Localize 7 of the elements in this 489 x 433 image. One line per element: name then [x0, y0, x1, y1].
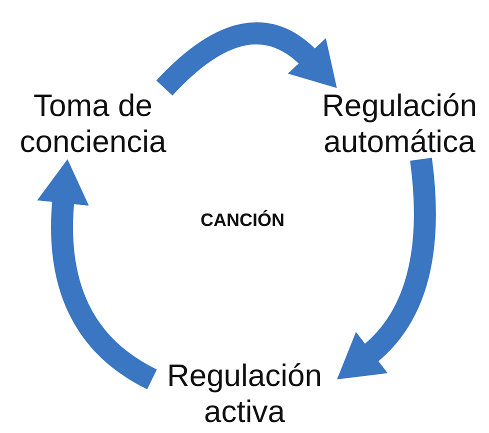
cycle-step-label: Toma de conciencia	[8, 88, 178, 160]
center-label: CANCIÓN	[200, 210, 286, 231]
curved-arrow	[37, 159, 158, 390]
curved-arrow	[156, 22, 338, 96]
cycle-step-label: Regulación automática	[310, 88, 489, 160]
curved-arrow	[338, 158, 436, 382]
cycle-step-label: Regulación activa	[152, 358, 337, 430]
